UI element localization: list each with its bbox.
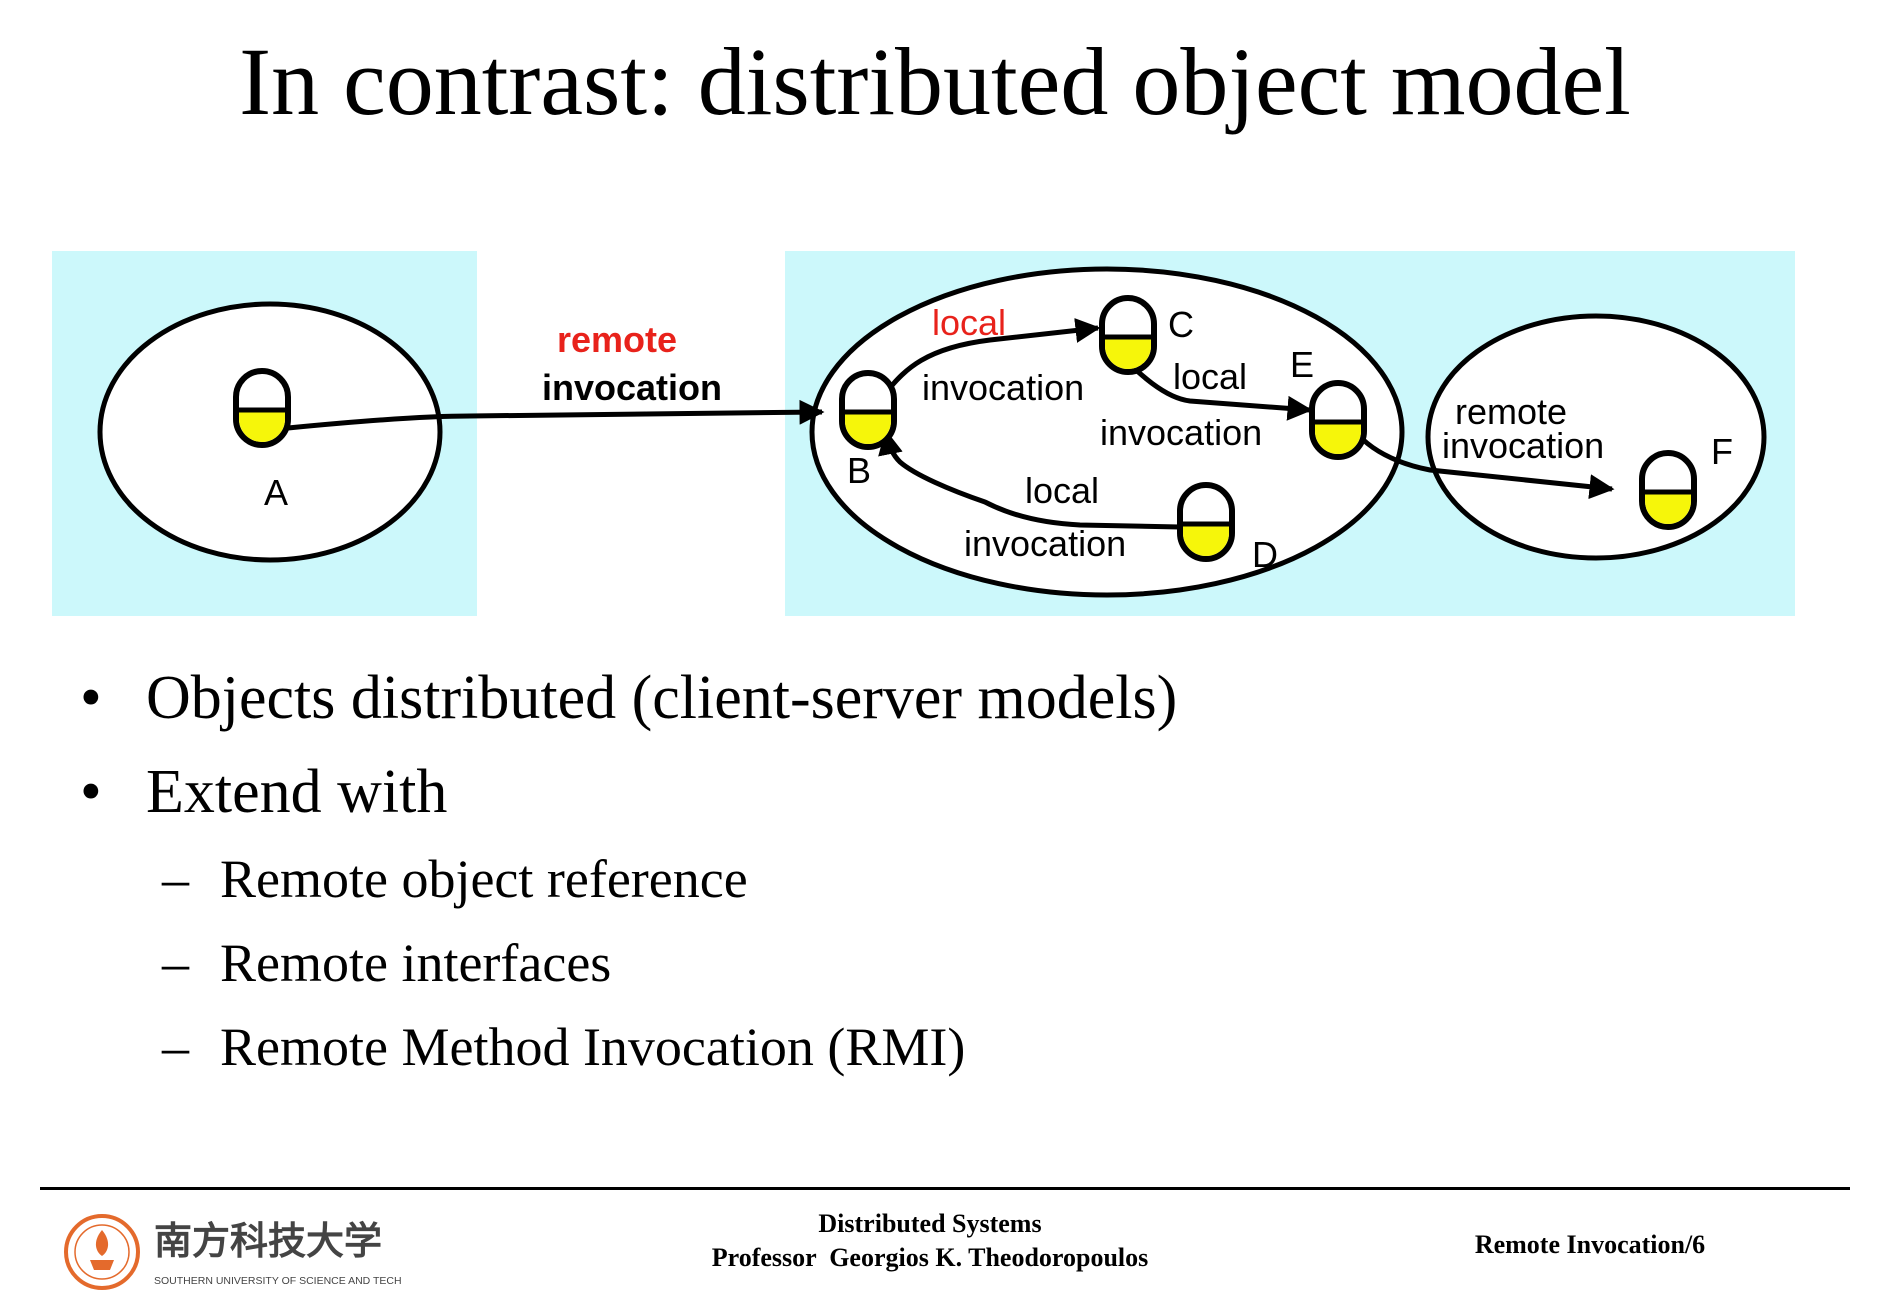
object-label-b: B — [847, 450, 871, 491]
local-label-2: local — [1173, 356, 1247, 397]
local-invocation-arrow-b-c — [886, 318, 1101, 392]
object-label-e: E — [1290, 344, 1314, 385]
object-a-icon — [236, 371, 288, 445]
process-ellipse-bcde — [809, 266, 1405, 598]
footer-page-label: Remote Invocation/6 — [1474, 1230, 1706, 1259]
footer-professor: Professor Georgios K. Theodoropoulos — [711, 1243, 1149, 1272]
invocation-label-2: invocation — [922, 367, 1084, 408]
invocation-label-4: invocation — [964, 523, 1126, 564]
object-c-icon — [1102, 298, 1154, 372]
local-label-1: local — [932, 302, 1006, 343]
university-logo: 南方科技大学 SOUTHERN UNIVERSITY OF SCIENCE AN… — [64, 1214, 402, 1290]
object-e-icon — [1312, 383, 1364, 457]
logo-english-name: SOUTHERN UNIVERSITY OF SCIENCE AND TECHN… — [154, 1275, 402, 1287]
object-b-icon — [842, 373, 894, 447]
footer-divider — [40, 1187, 1850, 1190]
object-label-f: F — [1711, 431, 1733, 472]
logo-chinese-name: 南方科技大学 — [154, 1219, 382, 1263]
footer-course-info: Distributed Systems Professor Georgios K… — [620, 1207, 1240, 1275]
invocation-label-5: invocation — [1442, 425, 1604, 466]
object-f-icon — [1642, 453, 1694, 527]
object-label-a: A — [264, 472, 288, 513]
object-label-c: C — [1168, 304, 1194, 345]
remote-invocation-arrow-a-b — [287, 399, 825, 431]
invocation-label-3: invocation — [1100, 412, 1262, 453]
object-d-icon — [1180, 485, 1232, 559]
object-label-d: D — [1252, 534, 1278, 575]
local-label-3: local — [1025, 470, 1099, 511]
local-invocation-arrow-d-b — [878, 429, 1181, 530]
footer-course: Distributed Systems — [818, 1209, 1042, 1238]
remote-label-1: remote — [557, 319, 677, 360]
invocation-label-1: invocation — [542, 367, 722, 408]
slide-title: In contrast: distributed object model — [239, 28, 1631, 135]
remote-label-2: remote — [1455, 391, 1567, 432]
